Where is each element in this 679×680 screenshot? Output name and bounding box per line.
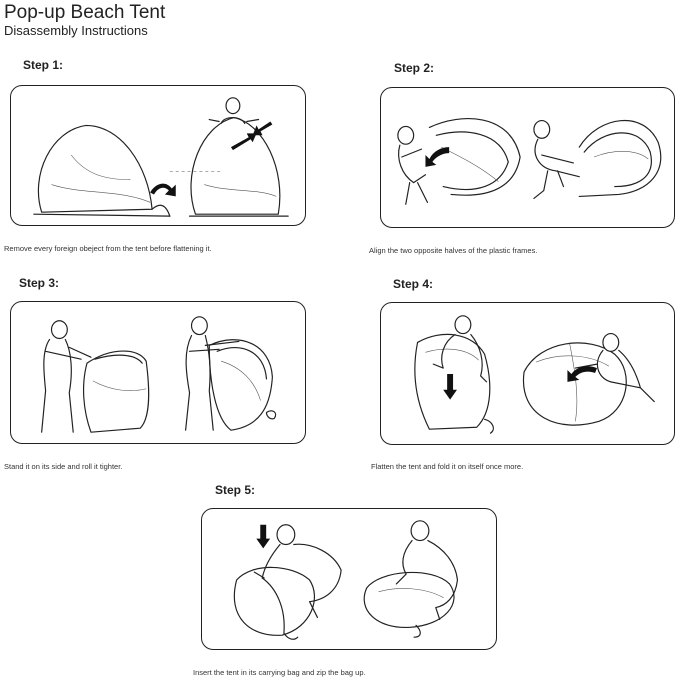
step-2-caption: Align the two opposite halves of the pla… [369, 246, 538, 255]
person-icon [185, 316, 240, 431]
person-icon [432, 315, 488, 383]
arrow-icon [252, 121, 273, 136]
step-5-caption: Insert the tent in its carrying bag and … [193, 668, 366, 677]
tent-icon [83, 350, 150, 433]
tent-icon [188, 116, 289, 217]
step-2-label: Step 2: [394, 61, 435, 75]
tent-icon [414, 333, 494, 434]
step-1-caption: Remove every foreign obeject from the te… [4, 244, 212, 253]
step-4-illustration [414, 315, 655, 434]
step-4-panel [380, 302, 675, 445]
person-icon [533, 119, 580, 200]
tent-icon [578, 119, 662, 198]
arrow-icon [230, 133, 257, 151]
arrow-icon [443, 373, 457, 400]
tent-icon [522, 342, 627, 426]
person-icon [41, 320, 92, 433]
step-1-label: Step 1: [23, 58, 64, 72]
bag-icon [363, 571, 455, 638]
step-5-illustration [233, 520, 459, 640]
page-title: Pop-up Beach Tent [4, 2, 166, 23]
tent-icon [33, 124, 171, 217]
tent-icon [208, 339, 273, 431]
arrow-icon [256, 524, 271, 549]
person-icon [253, 524, 342, 619]
arrow-icon [567, 366, 598, 382]
person-icon [574, 332, 655, 403]
bag-icon [265, 410, 277, 420]
person-icon [208, 97, 260, 125]
step-4-caption: Flatten the tent and fold it on itself o… [371, 462, 524, 471]
step-2-panel [380, 87, 675, 228]
step-1-illustration [33, 97, 289, 217]
page-subtitle: Disassembly Instructions [4, 23, 148, 38]
step-2-illustration [397, 118, 662, 205]
tent-icon [428, 118, 521, 196]
step-1-panel [10, 85, 306, 226]
person-icon [395, 520, 459, 621]
step-3-label: Step 3: [19, 276, 60, 290]
step-5-label: Step 5: [215, 483, 256, 497]
step-5-panel [201, 508, 497, 650]
arrow-icon [150, 183, 176, 197]
step-3-caption: Stand it on its side and roll it tighter… [4, 462, 123, 471]
bag-icon [233, 566, 315, 640]
step-3-panel [10, 301, 306, 444]
step-3-illustration [41, 316, 277, 433]
arrow-icon [425, 147, 450, 167]
step-4-label: Step 4: [393, 277, 434, 291]
person-icon [397, 125, 429, 205]
